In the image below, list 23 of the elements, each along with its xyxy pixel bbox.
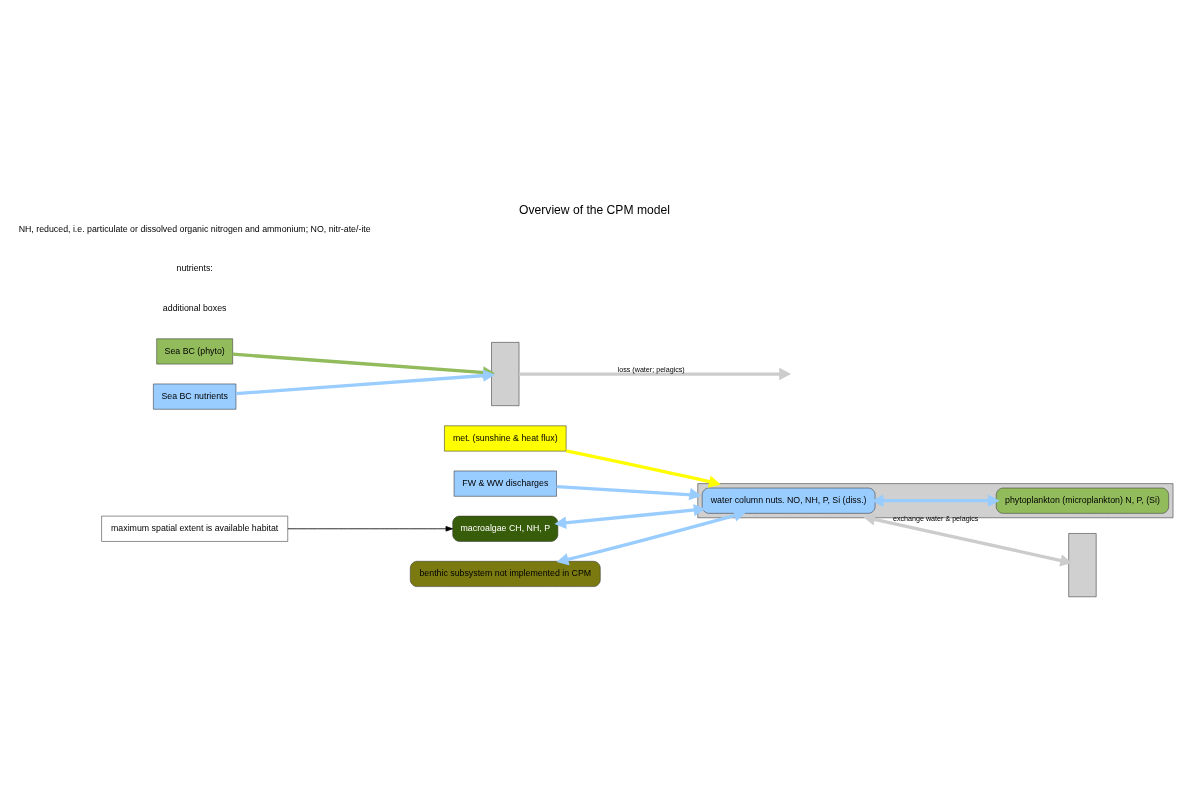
arrow bbox=[556, 485, 702, 501]
arrow bbox=[235, 369, 495, 396]
arrow bbox=[554, 503, 706, 529]
node-box: phytoplankton (microplankton) N, P, (Si) bbox=[995, 487, 1169, 514]
node-box: met. (sunshine & heat flux) bbox=[444, 425, 567, 452]
arrow bbox=[871, 494, 1000, 507]
node-box: Sea BC (phyto) bbox=[156, 338, 233, 365]
node-box: maximum spatial extent is available habitat bbox=[101, 515, 289, 542]
label: NH, reduced, i.e. particulate or dissolved organic nitrogen and ammonium; NO, nitr-ate/-ite bbox=[18, 223, 371, 234]
label: additional boxes bbox=[162, 303, 227, 314]
node-box: Sea BC nutrients bbox=[153, 383, 237, 410]
label: nutrients: bbox=[176, 263, 213, 274]
arrow bbox=[565, 449, 721, 488]
node-box bbox=[1068, 533, 1097, 598]
arrow bbox=[519, 367, 791, 381]
arrow bbox=[287, 526, 453, 532]
node-box bbox=[491, 342, 520, 406]
node-box: macroalgae CH, NH, P bbox=[452, 515, 559, 542]
node-box: benthic subsystem not implemented in CPM bbox=[410, 561, 601, 587]
node-box: FW & WW discharges bbox=[453, 470, 557, 497]
arrow bbox=[556, 509, 746, 566]
node-box: water column nuts. NO, NH, P, Si (diss.) bbox=[701, 487, 876, 514]
diagram-title: Overview of the CPM model bbox=[519, 203, 670, 218]
